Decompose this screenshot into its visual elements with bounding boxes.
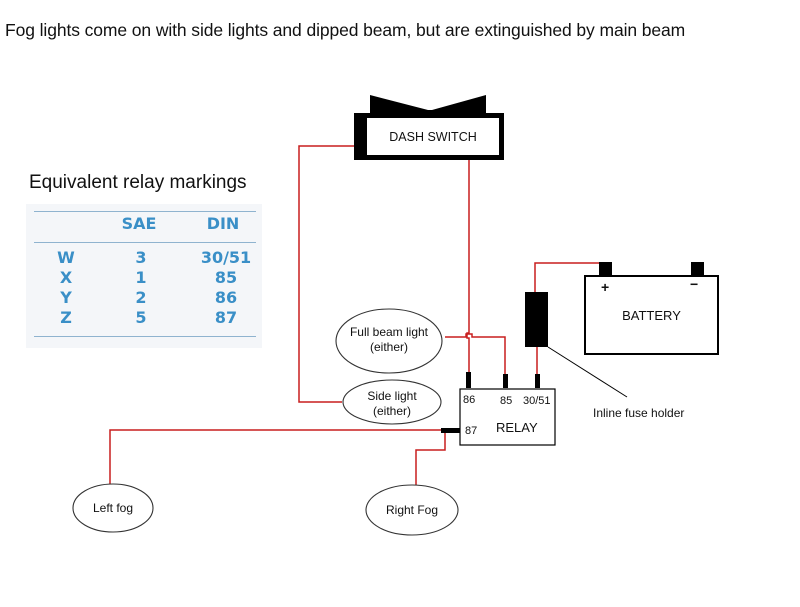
side-light-node (342, 379, 442, 425)
table-cell: 5 (135, 308, 147, 327)
table-cell: 86 (214, 288, 238, 307)
battery-positive-label: + (601, 279, 610, 295)
left-fog-node (72, 483, 154, 533)
relay-pin-87 (441, 428, 461, 433)
table-rule-bottom (34, 336, 256, 337)
full-beam-label-line2: (either) (369, 340, 408, 354)
relay-label: RELAY (496, 420, 538, 435)
table-cell: 2 (135, 288, 147, 307)
wires (109, 145, 605, 490)
table-cell: W (57, 248, 75, 267)
table-cell: X (59, 268, 73, 287)
wire-battery-to-fuse (534, 262, 605, 296)
relay-pin-85-label: 85 (500, 395, 513, 407)
table-cell: 30/51 (200, 248, 252, 267)
table-header-sae: SAE (121, 214, 157, 233)
side-light-label-line1: Side light (367, 389, 417, 403)
relay-table-title: Equivalent relay markings (29, 172, 247, 193)
right-fog-node (365, 484, 459, 536)
relay-pin-3051-label: 30/51 (523, 395, 551, 407)
wire-switch-to-sidelight (298, 145, 354, 403)
table-cell: Z (60, 308, 72, 327)
relay-body (459, 388, 556, 446)
dash-switch[interactable] (354, 95, 504, 160)
dash-switch-face (367, 118, 499, 155)
battery-body (584, 275, 719, 355)
battery-terminal-positive (599, 262, 612, 276)
diagram-title: Fog lights come on with side lights and … (5, 20, 686, 40)
fuse-leader-line (547, 346, 628, 398)
full-beam-label-line1: Full beam light (349, 325, 429, 339)
table-cell: 85 (214, 268, 238, 287)
relay-pin-86-label: 86 (463, 394, 476, 406)
relay-pin-85 (503, 374, 508, 388)
full-beam-light-node (335, 308, 443, 374)
dash-switch-rocker (370, 95, 486, 115)
battery-label: BATTERY (622, 308, 681, 323)
table-header-din: DIN (206, 214, 240, 233)
battery (584, 262, 719, 355)
table-cell: Y (60, 288, 72, 307)
relay-pin-3051 (535, 374, 540, 388)
relay-markings-table: SAE DIN W 3 30/51 X 1 85 Y 2 86 Z 5 87 (26, 204, 262, 348)
wire-switch-to-relay-86 (466, 160, 470, 372)
relay (441, 372, 556, 446)
inline-fuse-label: Inline fuse holder (593, 406, 685, 420)
table-cell: 1 (135, 268, 147, 287)
inline-fuse (525, 292, 548, 347)
wire-relay-87-to-left-fog (109, 429, 445, 485)
dash-switch-label: DASH SWITCH (389, 130, 477, 144)
wire-fullbeam-to-relay-85 (445, 333, 506, 375)
relay-pin-87-label: 87 (465, 425, 478, 437)
left-fog-label: Left fog (92, 501, 134, 515)
battery-terminal-negative (691, 262, 704, 276)
wire-relay-87-to-right-fog (415, 430, 446, 490)
table-cell: 3 (135, 248, 147, 267)
right-fog-label: Right Fog (385, 503, 439, 517)
side-light-label-line2: (either) (372, 404, 411, 418)
relay-pin-86 (466, 372, 471, 388)
table-rule-header (34, 242, 256, 243)
table-rule-top (34, 211, 256, 212)
table-cell: 87 (214, 308, 238, 327)
battery-negative-label: − (690, 276, 699, 292)
